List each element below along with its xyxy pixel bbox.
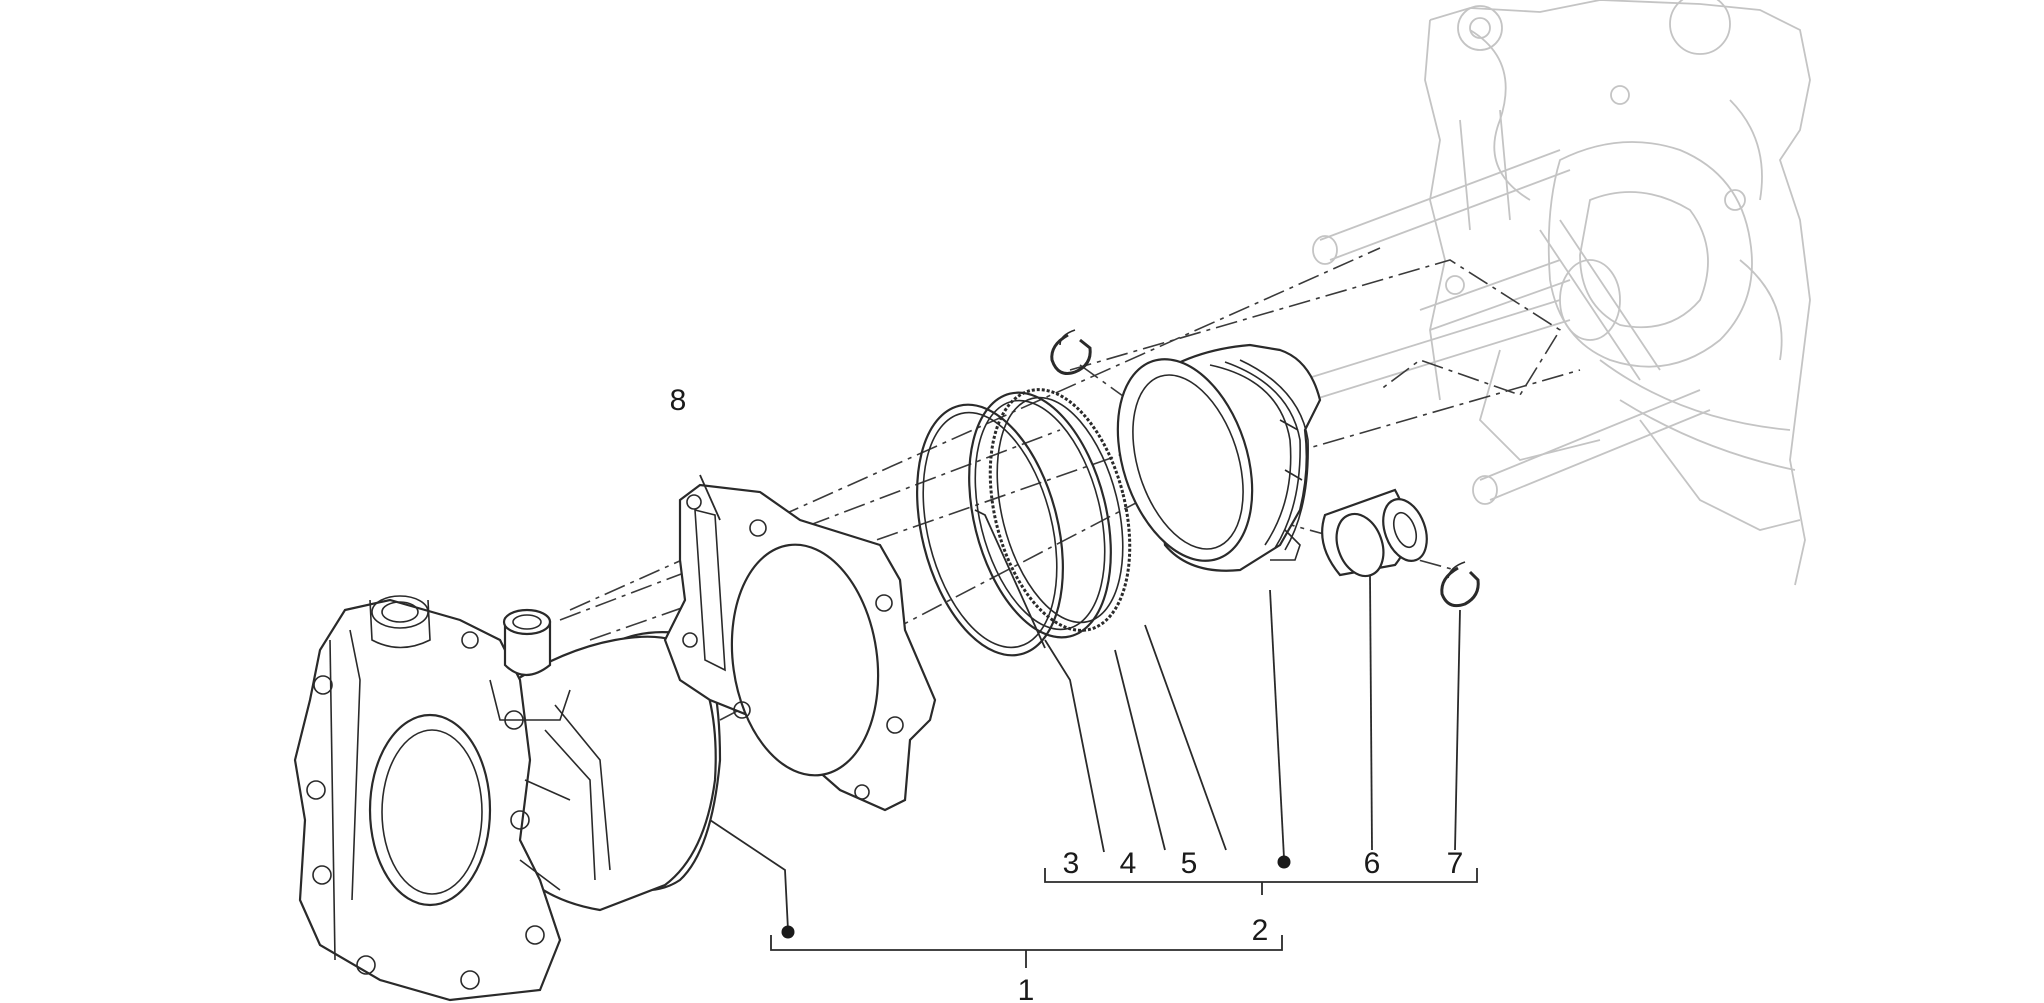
engine-crankcase-ghost (1262, 0, 1811, 586)
callout-1: 1 (1018, 974, 1035, 1003)
piston-rings (916, 388, 1132, 657)
leader-lines (699, 474, 1461, 931)
wrist-pin (1321, 488, 1428, 578)
dot-marker-1 (781, 925, 795, 939)
base-gasket (663, 483, 937, 812)
group-brackets (770, 855, 1478, 968)
callout-6: 6 (1364, 847, 1381, 880)
callout-8: 8 (670, 384, 687, 417)
callout-7: 7 (1447, 847, 1464, 880)
callout-labels: 8 3 4 5 6 7 2 1 (670, 384, 1464, 1003)
piston (1116, 343, 1322, 572)
callout-3: 3 (1063, 847, 1080, 880)
cylinder (293, 595, 722, 1002)
callout-5: 5 (1181, 847, 1198, 880)
callout-2: 2 (1252, 914, 1269, 947)
callout-4: 4 (1120, 847, 1137, 880)
circlips (1050, 329, 1480, 608)
dot-marker-2 (1277, 855, 1291, 869)
